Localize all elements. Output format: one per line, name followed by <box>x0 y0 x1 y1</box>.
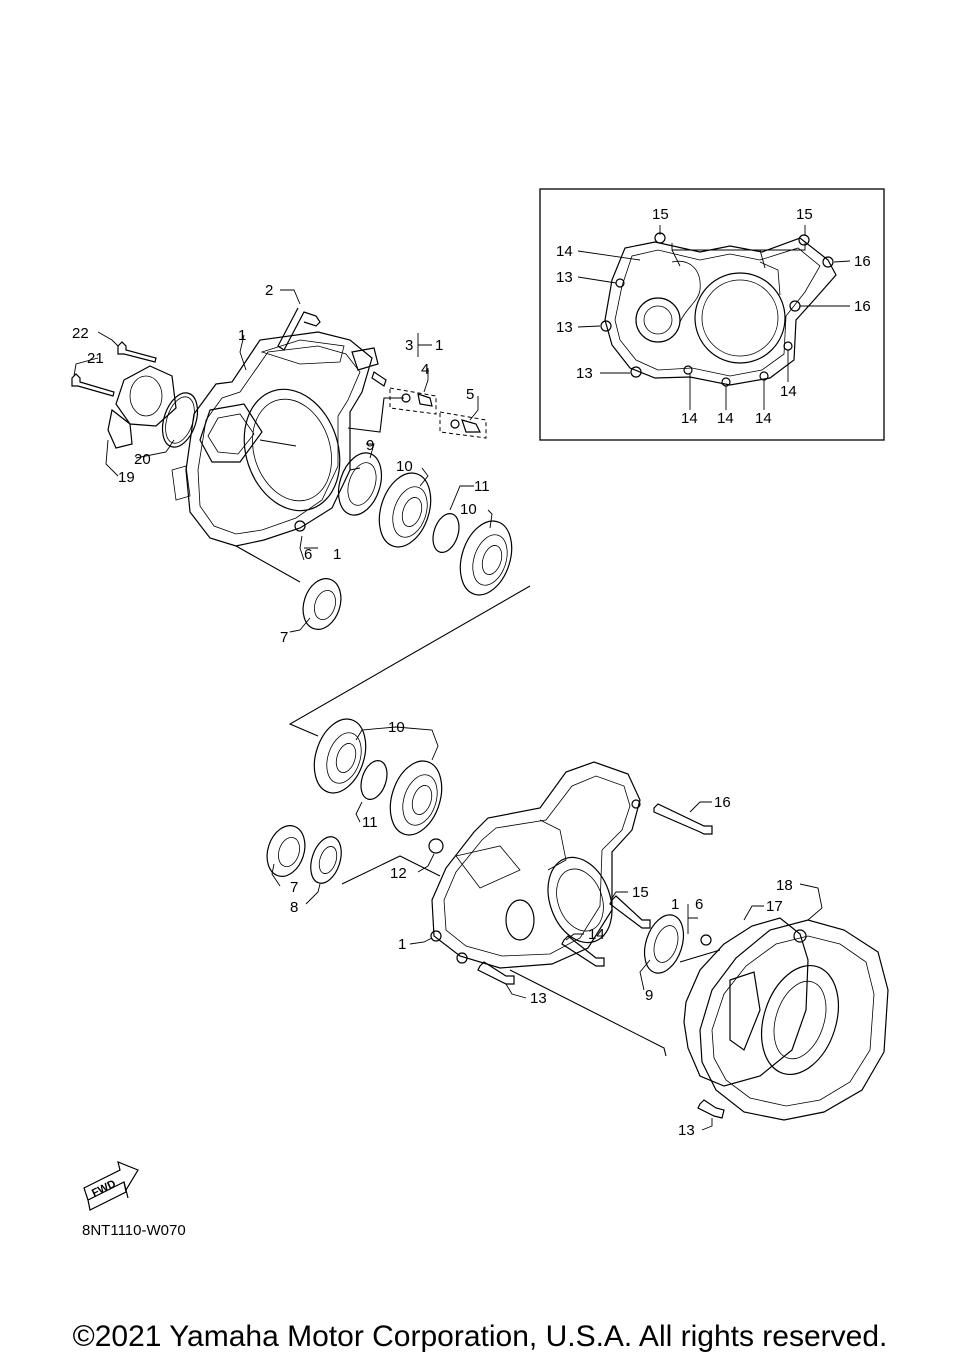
callout-21: 21 <box>87 350 104 367</box>
callout-inset-14c: 14 <box>681 410 698 427</box>
breather-pipe <box>277 307 321 351</box>
callout-10-upper-a: 10 <box>396 458 413 475</box>
callout-inset-14: 14 <box>556 243 573 260</box>
crankcase-right-half <box>430 761 641 969</box>
fwd-arrow-icon: FWD <box>83 1161 139 1211</box>
copyright-notice: ©2021 Yamaha Motor Corporation, U.S.A. A… <box>72 1320 888 1353</box>
bearing-10-upper-b <box>459 520 513 596</box>
callout-inset-15b: 15 <box>796 206 813 223</box>
inset-panel: 15 15 14 16 13 16 13 13 14 14 14 14 <box>539 188 885 441</box>
fwd-label: FWD <box>90 1178 118 1200</box>
upper-leaders <box>73 289 493 633</box>
bolt-21 <box>71 373 115 397</box>
crankcase-cover-18 <box>699 919 889 1121</box>
lower-assembly: FWD 10 16 11 7 12 8 18 <box>83 718 889 1211</box>
chain-line-connector <box>288 585 531 737</box>
circlip-11-upper <box>432 513 460 553</box>
crankcase-left-half <box>171 331 373 547</box>
bolt-15-lower <box>609 895 651 929</box>
callout-16-lower: 16 <box>714 794 731 811</box>
callout-20: 20 <box>134 451 151 468</box>
dowel-12 <box>428 838 444 854</box>
callout-4: 4 <box>421 361 429 378</box>
inset-callouts: 15 15 14 16 13 16 13 13 14 14 14 14 <box>556 206 871 427</box>
callout-3: 3 <box>405 337 413 354</box>
callout-5: 5 <box>466 386 474 403</box>
lower-leaders <box>271 726 823 1131</box>
chain-line-upper-a <box>235 545 301 583</box>
callout-14-lower: 14 <box>588 926 605 943</box>
callout-2: 2 <box>265 282 273 299</box>
bolt-16-lower <box>653 803 713 835</box>
callout-7-lower: 7 <box>290 879 298 896</box>
callout-inset-16a: 16 <box>854 253 871 270</box>
dowel-6-lower <box>700 934 712 946</box>
circlip-11-lower <box>360 760 388 800</box>
callout-inset-13c: 13 <box>576 365 593 382</box>
chain-line-lower-c <box>679 949 721 963</box>
callout-9-lower: 9 <box>645 987 653 1004</box>
callout-10-upper-b: 10 <box>460 501 477 518</box>
callout-8: 8 <box>290 899 298 916</box>
sensor-bracket <box>351 347 387 387</box>
callout-6-upper: 6 <box>304 546 312 563</box>
callout-1-of-6-lower: 1 <box>671 896 679 913</box>
callout-22: 22 <box>72 325 89 342</box>
callout-6-lower: 6 <box>695 896 703 913</box>
callout-1-of-6: 1 <box>333 546 341 563</box>
callout-inset-16b: 16 <box>854 298 871 315</box>
inset-leaders <box>577 225 851 410</box>
callout-19: 19 <box>118 469 135 486</box>
chain-line-upper-b <box>349 467 361 471</box>
oring-20 <box>161 392 199 448</box>
callout-15-lower: 15 <box>632 884 649 901</box>
callout-13-lower-a: 13 <box>530 990 547 1007</box>
bearing-10-lower-b <box>389 760 443 836</box>
upper-assembly: 2 1 22 3 1 21 4 5 9 20 10 11 19 10 6 1 7 <box>71 282 513 646</box>
bearing-7-upper <box>302 578 342 630</box>
bearing-10-lower-a <box>313 718 367 794</box>
callout-inset-13b: 13 <box>556 319 573 336</box>
bolt-13-lower-b <box>697 1099 725 1119</box>
callout-10-lower: 10 <box>388 719 405 736</box>
callout-inset-14b: 14 <box>780 383 797 400</box>
callout-1-top: 1 <box>238 327 246 344</box>
callout-11-lower: 11 <box>362 814 378 831</box>
callout-11-upper: 11 <box>474 478 490 495</box>
chain-line-plug <box>347 397 404 433</box>
chain-line-lower-b <box>509 969 667 1057</box>
callout-1-of-3: 1 <box>435 337 443 354</box>
bolt-13-lower-a <box>477 961 515 985</box>
callout-inset-15a: 15 <box>652 206 669 223</box>
callout-inset-14e: 14 <box>755 410 772 427</box>
callout-17: 17 <box>766 898 783 915</box>
inset-frame <box>539 188 885 441</box>
chain-line-lower-a <box>341 855 441 885</box>
callout-9-upper: 9 <box>366 437 374 454</box>
bearing-10-upper-a <box>378 472 432 548</box>
inset-crankcase <box>600 232 837 387</box>
oil-seal-9-lower <box>643 914 685 974</box>
plug-5 <box>450 419 481 433</box>
bearing-7-lower <box>266 825 306 877</box>
oil-seal-8 <box>310 836 342 884</box>
callout-12: 12 <box>390 865 407 882</box>
chain-line-upper-c <box>259 439 297 447</box>
callout-13-lower-b: 13 <box>678 1122 695 1139</box>
callout-1-lower: 1 <box>398 936 406 953</box>
callout-inset-13a: 13 <box>556 269 573 286</box>
gasket-17 <box>683 917 809 1087</box>
bolt-22 <box>117 341 157 363</box>
diagram-code: 8NT1110-W070 <box>82 1222 186 1239</box>
bolt-14-lower <box>561 935 605 967</box>
callout-7-upper: 7 <box>280 629 288 646</box>
oil-seal-9-upper <box>337 452 383 516</box>
callout-inset-14d: 14 <box>717 410 734 427</box>
water-pump-cover <box>107 365 177 449</box>
callout-18: 18 <box>776 877 793 894</box>
plug-4 <box>401 393 433 407</box>
